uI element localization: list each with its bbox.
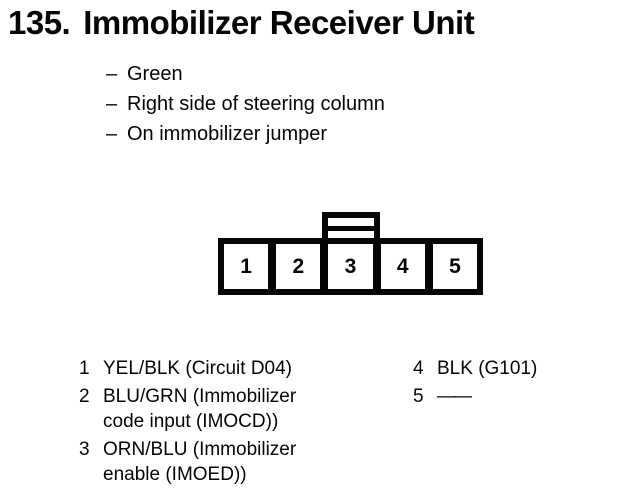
note-text: Green — [127, 63, 183, 85]
connector-lock-tab — [322, 212, 380, 238]
note-line: –On immobilizer jumper — [106, 119, 385, 149]
pin-number: 3 — [344, 254, 357, 278]
note-text: Right side of steering column — [127, 93, 385, 115]
legend-wire-label: BLU/GRN (Immobilizer code input (IMOCD)) — [103, 386, 297, 432]
legend-wire-label: ORN/BLU (Immobilizer enable (IMOED)) — [103, 439, 297, 485]
pin-cell-5: 5 — [424, 244, 478, 289]
legend-item-1: 1 YEL/BLK (Circuit D04) — [79, 356, 296, 381]
pin-legend-left: 1 YEL/BLK (Circuit D04) 2 BLU/GRN (Immob… — [79, 356, 296, 490]
legend-pin-number: 1 — [79, 358, 90, 379]
pin-number: 4 — [396, 254, 409, 278]
pin-number: 1 — [240, 254, 252, 278]
connector-diagram: 1 2 3 4 5 — [218, 238, 483, 295]
pin-cell-2: 2 — [268, 244, 321, 289]
note-dash: – — [106, 63, 118, 85]
legend-item-3: 3 ORN/BLU (Immobilizer enable (IMOED)) — [79, 437, 296, 487]
legend-item-5: 5 —— — [413, 384, 537, 409]
section-number: 135. — [8, 4, 71, 41]
legend-item-4: 4 BLK (G101) — [413, 356, 537, 381]
note-dash: – — [106, 93, 118, 115]
pin-cell-1: 1 — [224, 244, 269, 289]
note-line: –Right side of steering column — [106, 89, 385, 119]
note-text: On immobilizer jumper — [127, 123, 328, 145]
legend-pin-number: 2 — [79, 386, 90, 407]
page-title: 135. Immobilizer Receiver Unit — [8, 4, 475, 42]
pin-cell-4: 4 — [372, 244, 425, 289]
location-notes: –Green –Right side of steering column –O… — [106, 59, 385, 149]
tab-slot — [328, 218, 374, 226]
legend-pin-number: 5 — [413, 386, 424, 407]
note-dash: – — [106, 123, 118, 145]
legend-wire-label: BLK (G101) — [437, 358, 538, 379]
legend-wire-label: YEL/BLK (Circuit D04) — [103, 358, 293, 379]
legend-wire-label: —— — [437, 386, 472, 407]
legend-pin-number: 3 — [79, 439, 90, 460]
note-line: –Green — [106, 59, 385, 89]
section-title: Immobilizer Receiver Unit — [83, 4, 475, 41]
legend-item-2: 2 BLU/GRN (Immobilizer code input (IMOCD… — [79, 384, 296, 434]
pin-legend-right: 4 BLK (G101) 5 —— — [413, 356, 537, 412]
legend-pin-number: 4 — [413, 358, 424, 379]
pin-cell-3: 3 — [320, 244, 373, 289]
pin-number: 2 — [292, 254, 305, 278]
tab-slot — [328, 230, 374, 238]
pin-number: 5 — [449, 254, 461, 278]
